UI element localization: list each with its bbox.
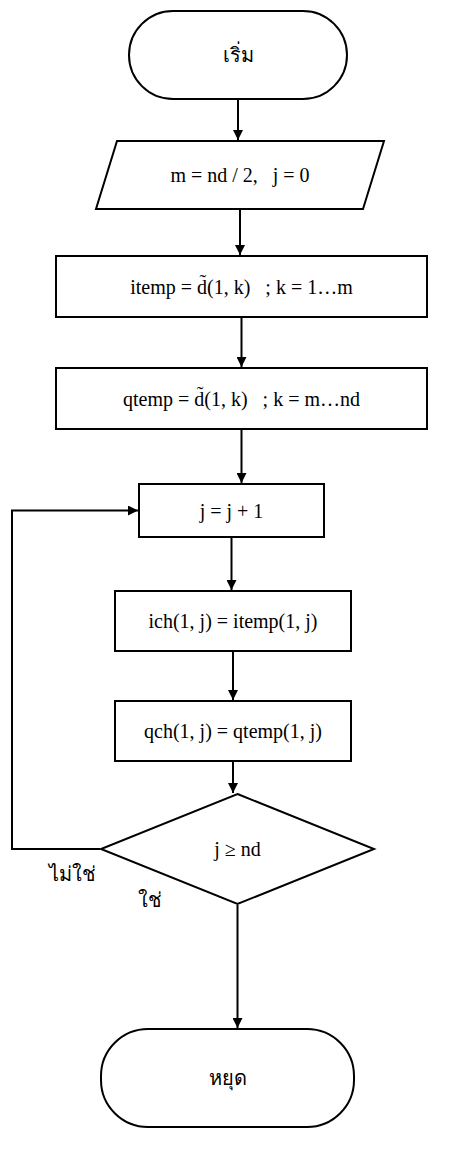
stop-terminator: หยุด: [100, 1028, 355, 1128]
process-box: j = j + 1: [138, 483, 325, 538]
input-parallelogram: m = nd / 2, j = 0: [95, 140, 385, 210]
node-text: หยุด: [209, 1066, 247, 1090]
node-text: m = nd / 2, j = 0: [170, 163, 309, 187]
process-box: itemp = d̃(1, k) ; k = 1…m: [55, 255, 428, 318]
node-text: qtemp = d̃(1, k) ; k = m…nd: [123, 387, 360, 411]
flow-arrow: [241, 318, 243, 367]
node-text: เริ่ม: [223, 43, 254, 67]
flow-arrow: [237, 905, 239, 1028]
edge-label: ไม่ใช่: [47, 862, 98, 886]
node-text: ich(1, j) = itemp(1, j): [148, 609, 317, 633]
process-box: qtemp = d̃(1, k) ; k = m…nd: [55, 367, 428, 430]
flow-arrow: [237, 100, 239, 140]
flow-arrow: [232, 652, 234, 700]
flow-arrow: [239, 210, 241, 255]
flow-arrow: [12, 511, 138, 850]
node-text: j ≥ nd: [214, 837, 261, 861]
input-parallelogram-shape: [96, 141, 384, 209]
flow-arrow: [232, 762, 234, 793]
start-terminator: เริ่ม: [128, 10, 348, 100]
process-box: qch(1, j) = qtemp(1, j): [114, 700, 352, 762]
flow-arrow: [241, 430, 243, 483]
node-text: j = j + 1: [200, 499, 264, 523]
flow-arrow: [231, 538, 233, 590]
edge-label: ใช่: [136, 888, 164, 912]
process-box: ich(1, j) = itemp(1, j): [114, 590, 352, 652]
node-text: itemp = d̃(1, k) ; k = 1…m: [130, 275, 353, 299]
node-text: qch(1, j) = qtemp(1, j): [144, 719, 322, 743]
